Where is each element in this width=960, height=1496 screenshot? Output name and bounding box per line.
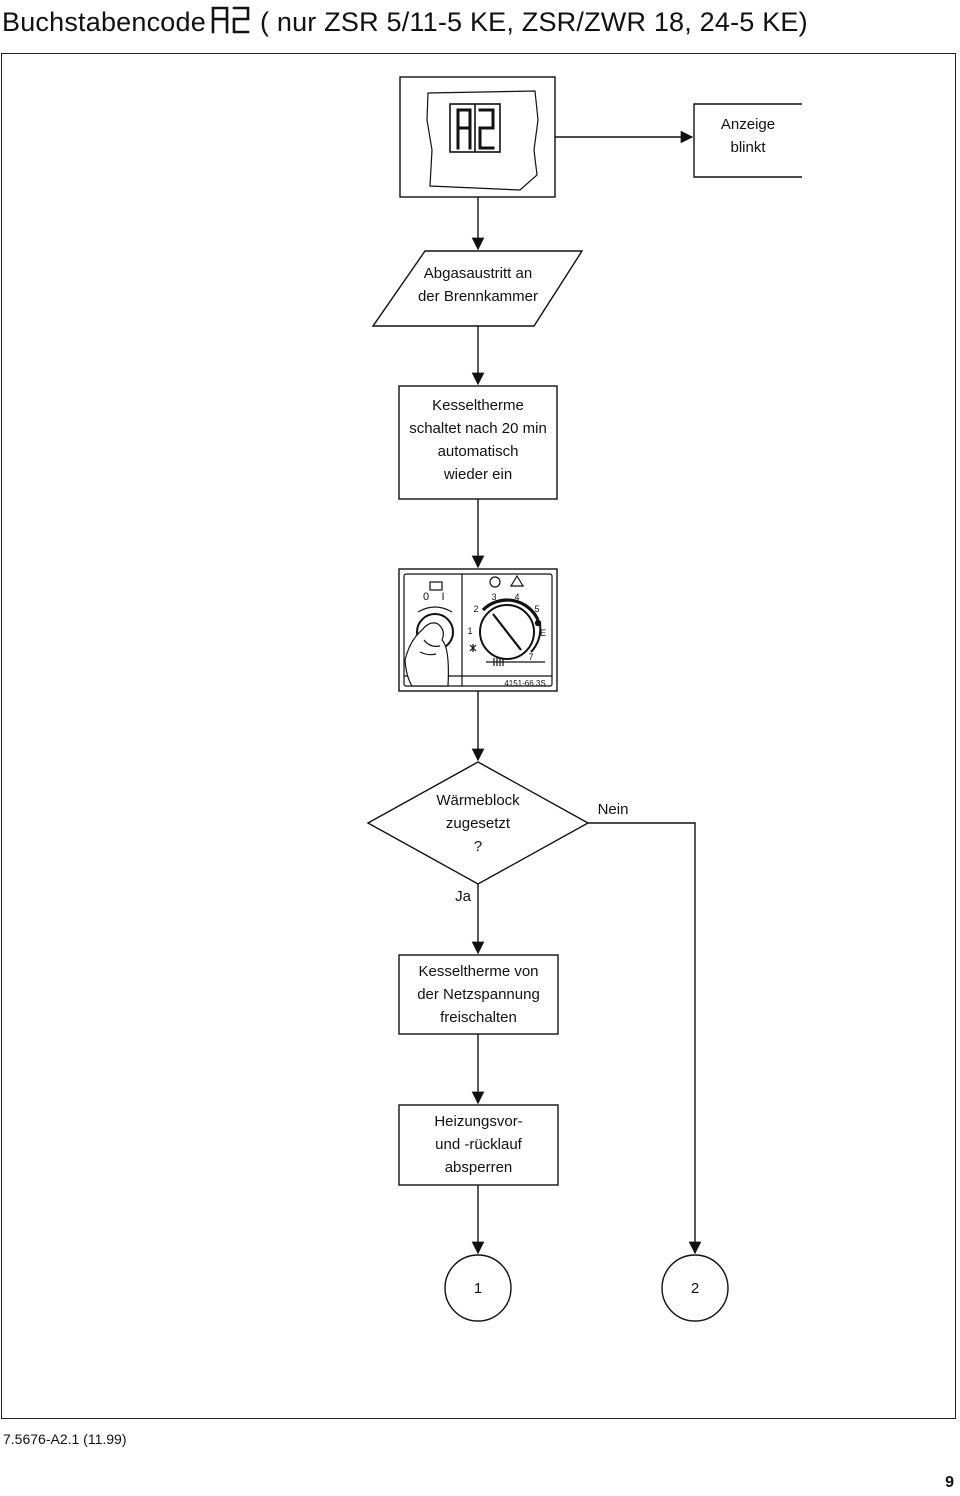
decision-line-1: Wärmeblock — [436, 792, 520, 809]
document-reference: 7.5676-A2.1 (11.99) — [3, 1431, 127, 1447]
disconnect-line-2: der Netzspannung — [417, 986, 540, 1003]
display-note-bracket — [693, 103, 802, 178]
dial-number-5: 5 — [534, 604, 539, 614]
dial-number-1: 1 — [467, 626, 472, 636]
page-number: 9 — [945, 1474, 954, 1491]
flue-gas-parallelogram — [371, 250, 584, 327]
shutoff-text: Heizungsvor- und -rücklauf absperren — [399, 1110, 558, 1179]
dial-number-2: 2 — [473, 604, 478, 614]
seven-segment-code-icon — [210, 4, 252, 41]
decision-line-2: zugesetzt — [445, 815, 511, 832]
restart-line-1: Kesseltherme — [432, 397, 524, 414]
page-title: Buchstabencode ( nur ZSR 5/11-5 KE, ZSR/Z… — [2, 4, 808, 41]
disconnect-line-3: freischalten — [440, 1009, 517, 1026]
switch-label-on: I — [441, 591, 444, 603]
decision-line-3: ? — [473, 838, 483, 855]
title-suffix: ( nur ZSR 5/11-5 KE, ZSR/ZWR 18, 24-5 KE… — [259, 7, 808, 37]
connector-1-circle — [444, 1254, 512, 1322]
restart-line-2: schaltet nach 20 min — [409, 420, 547, 437]
boiler-icon — [429, 581, 443, 591]
dial-number-4: 4 — [514, 592, 519, 602]
display-note-text: Anzeige blinkt — [694, 113, 802, 159]
title-prefix: Buchstabencode — [2, 7, 206, 37]
decision-text: Wärmeblock zugesetzt ? — [410, 789, 546, 858]
display-note-line-1: Anzeige — [720, 116, 776, 133]
flowchart-frame — [1, 53, 956, 1419]
dial-number-e: E — [540, 628, 546, 638]
switch-label-off: 0 — [423, 591, 429, 603]
disconnect-text: Kesseltherme von der Netzspannung freisc… — [399, 960, 558, 1029]
connector-2-label: 2 — [690, 1280, 700, 1297]
display-code-digits — [456, 108, 495, 150]
branch-yes-label: Ja — [455, 888, 471, 905]
figure-code: 4151-66.3S — [504, 679, 545, 688]
connector-1-label: 1 — [473, 1280, 483, 1297]
arrow-no-to-connector-2 — [588, 822, 702, 1255]
restart-line-3: automatisch — [437, 443, 519, 460]
restart-text: Kesseltherme schaltet nach 20 min automa… — [399, 394, 557, 486]
flue-gas-line-1: Abgasaustritt an — [423, 265, 533, 282]
shutoff-line-1: Heizungsvor- — [434, 1113, 523, 1130]
flue-gas-line-2: der Brennkammer — [417, 288, 539, 305]
radiator-icon — [493, 658, 504, 666]
hand-symbol-icon — [489, 576, 501, 588]
shutoff-line-2: und -rücklauf — [435, 1136, 522, 1153]
disconnect-line-1: Kesseltherme von — [418, 963, 539, 980]
connector-2-circle — [661, 1254, 729, 1322]
warning-triangle-icon — [509, 574, 525, 587]
dial-number-7: 7 — [528, 652, 533, 662]
restart-line-4: wieder ein — [443, 466, 513, 483]
sun-icon — [469, 644, 477, 652]
flue-gas-text: Abgasaustritt an der Brennkammer — [385, 262, 571, 308]
display-note-line-2: blinkt — [730, 139, 766, 156]
shutoff-line-3: absperren — [444, 1159, 513, 1176]
control-panel-illustration — [403, 573, 553, 687]
dial-number-3: 3 — [491, 592, 496, 602]
branch-no-label: Nein — [597, 801, 629, 818]
display-screen-outline — [426, 90, 539, 191]
